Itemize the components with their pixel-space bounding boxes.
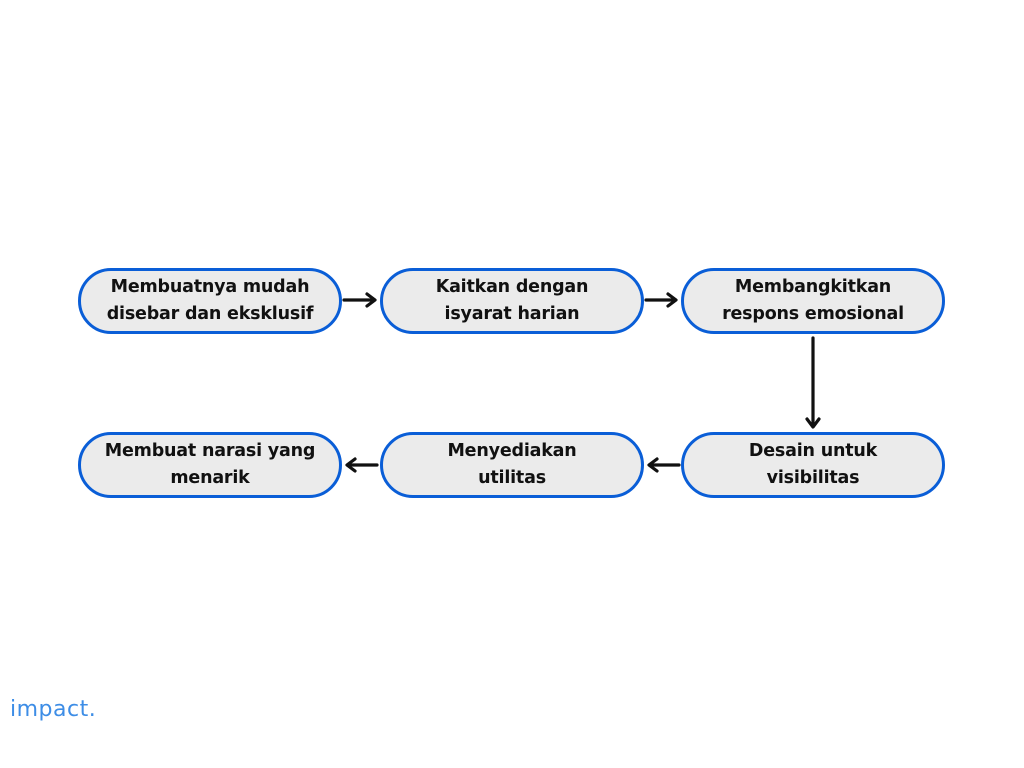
brand-logo: impact. [10, 697, 97, 722]
step-label: Kaitkan dengan isyarat harian [435, 277, 589, 324]
step-node-daily-cues: Kaitkan dengan isyarat harian [380, 268, 644, 334]
step-label: Membuat narasi yang menarik [104, 441, 316, 488]
arrow-step-4-to-5 [647, 457, 681, 473]
step-node-emotional-response: Membangkitkan respons emosional [681, 268, 945, 334]
step-node-utility: Menyediakan utilitas [380, 432, 644, 498]
step-node-shareable-exclusive: Membuatnya mudah disebar dan eksklusif [78, 268, 342, 334]
arrow-step-2-to-3 [644, 292, 678, 308]
step-node-visibility-design: Desain untuk visibilitas [681, 432, 945, 498]
step-label: Membangkitkan respons emosional [722, 277, 904, 324]
arrow-step-3-to-4 [805, 336, 821, 429]
step-label: Desain untuk visibilitas [748, 441, 878, 488]
step-node-compelling-narrative: Membuat narasi yang menarik [78, 432, 342, 498]
arrow-step-1-to-2 [342, 292, 377, 308]
step-label: Membuatnya mudah disebar dan eksklusif [106, 277, 314, 324]
step-label: Menyediakan utilitas [447, 441, 577, 488]
arrow-step-5-to-6 [345, 457, 379, 473]
